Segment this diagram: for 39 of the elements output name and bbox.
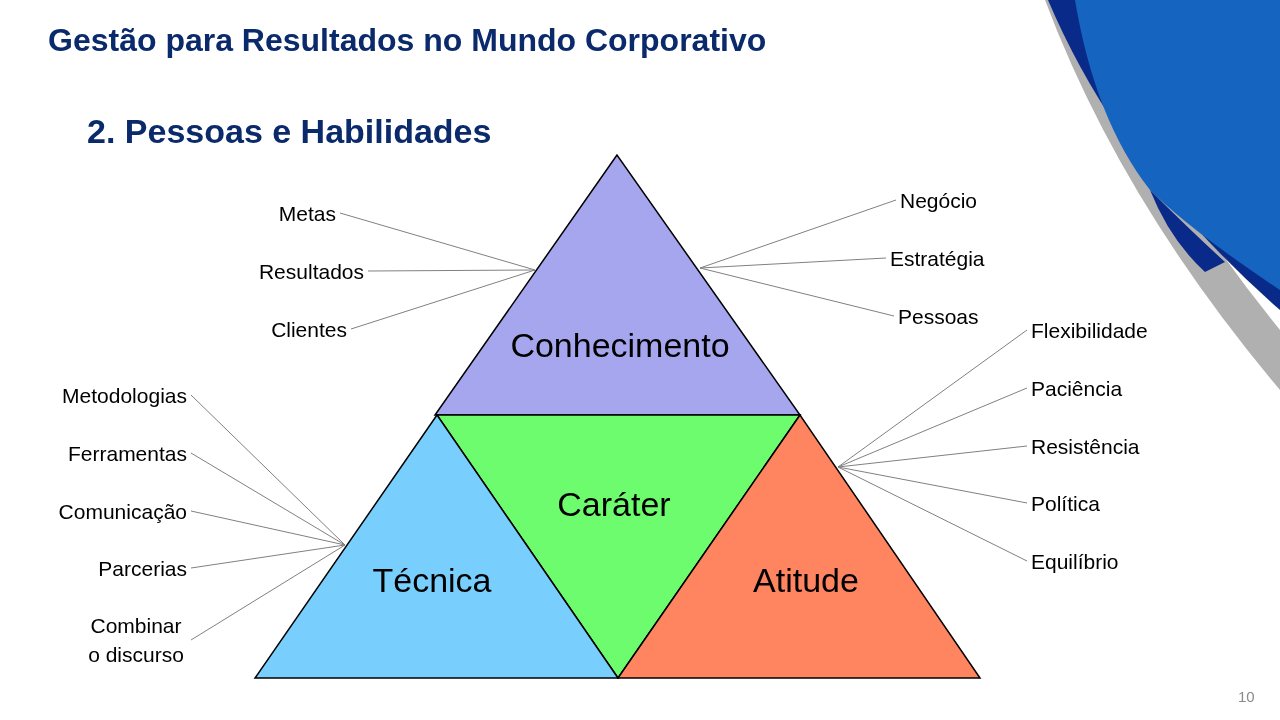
leader-line xyxy=(190,394,346,546)
leader-line xyxy=(837,387,1028,468)
skill-label: Metodologias xyxy=(62,380,187,410)
triangle-shape xyxy=(435,155,800,415)
skill-label: Parcerias xyxy=(98,553,187,583)
leader-line xyxy=(699,199,897,269)
leader-line xyxy=(837,466,1028,504)
skill-label: Negócio xyxy=(900,185,978,215)
skill-label: Resultados xyxy=(258,256,364,286)
skill-label: Equilíbrio xyxy=(1031,546,1119,576)
leader-line xyxy=(190,452,346,546)
leader-line xyxy=(367,269,536,272)
skill-label: Comunicação xyxy=(58,496,187,526)
triangle-label: Conhecimento xyxy=(510,325,730,365)
section-heading: 2. Pessoas e Habilidades xyxy=(87,112,492,151)
skill-label: Resistência xyxy=(1031,431,1140,461)
leader-line xyxy=(190,510,346,546)
skill-label: Política xyxy=(1031,488,1100,518)
skill-label: Paciência xyxy=(1031,373,1123,403)
triangle-label: Técnica xyxy=(372,560,492,600)
skill-label: Pessoas xyxy=(898,301,979,331)
leader-line xyxy=(350,269,536,330)
skill-label: Ferramentas xyxy=(67,438,187,468)
skill-label: Combinar o discurso xyxy=(85,611,187,669)
leader-line xyxy=(837,466,1028,562)
skill-label: Metas xyxy=(278,198,336,228)
skill-label: Flexibilidade xyxy=(1031,315,1148,345)
slide-title: Gestão para Resultados no Mundo Corporativo xyxy=(48,22,767,59)
triangle-label: Caráter xyxy=(557,484,671,524)
leader-line xyxy=(699,267,895,317)
leader-line xyxy=(837,329,1028,468)
skill-label: Clientes xyxy=(271,314,347,344)
leader-line xyxy=(190,544,346,569)
leader-line xyxy=(837,445,1028,468)
skill-label: Estratégia xyxy=(890,243,985,273)
leader-line xyxy=(699,257,887,269)
leader-line xyxy=(190,544,346,641)
triangle-label: Atitude xyxy=(753,560,859,600)
page-number: 10 xyxy=(1238,688,1255,705)
